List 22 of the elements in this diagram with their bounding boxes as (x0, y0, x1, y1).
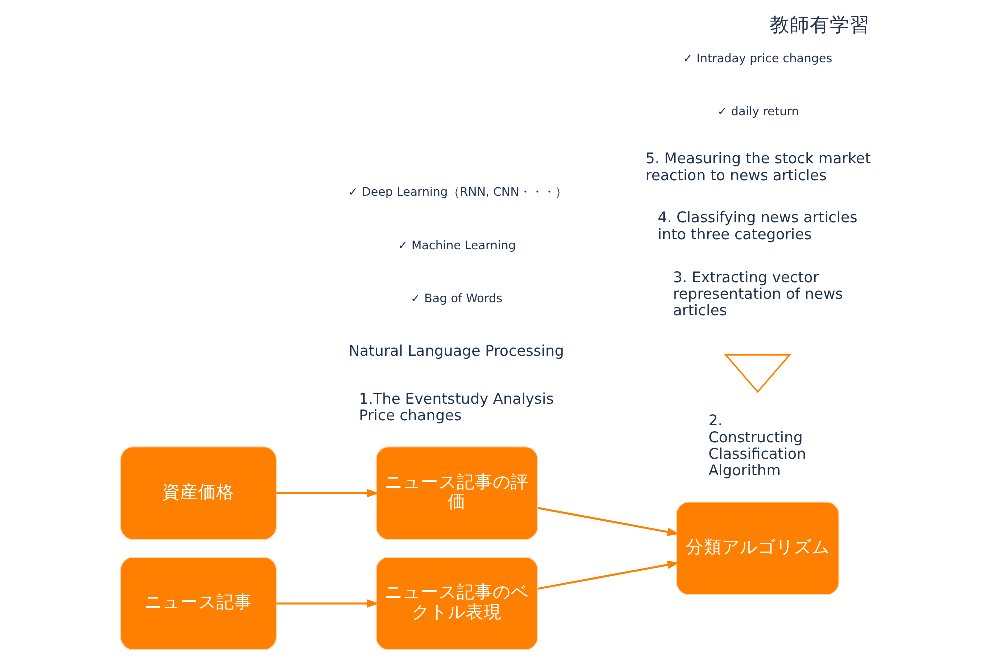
node-box: 資産価格 (120, 446, 277, 540)
diagram-title: 教師有学習 (770, 14, 870, 37)
label: Natural Language Processing (348, 343, 564, 360)
label: ✓ daily return (718, 104, 800, 118)
label: 4. Classifying news articles into three categories (658, 210, 858, 244)
node-box: 分類アルゴリズム (676, 502, 840, 596)
node-box: ニュース記事の評価 (376, 446, 538, 540)
node-box: ニュース記事のベクトル表現 (376, 556, 538, 650)
arrow (276, 489, 380, 498)
label: ✓ Machine Learning (398, 238, 516, 252)
arrow (276, 600, 380, 608)
label: ✓ Deep Learning（RNN, CNN・・・） (348, 185, 568, 200)
node-box: ニュース記事 (120, 556, 277, 650)
label: 5. Measuring the stock market reaction to news articles (646, 150, 871, 184)
arrow (538, 507, 680, 536)
node-label: 2. Constructing Classification Algorithm (708, 412, 806, 480)
node-triangle (724, 354, 792, 394)
label: ✓ Intraday price changes (683, 51, 833, 66)
label: 3. Extracting vector representation of news articles (673, 269, 844, 320)
arrow (538, 560, 680, 590)
label: ✓ Bag of Words (410, 292, 503, 306)
label: 1.The Eventstudy Analysis Price changes (359, 390, 554, 425)
